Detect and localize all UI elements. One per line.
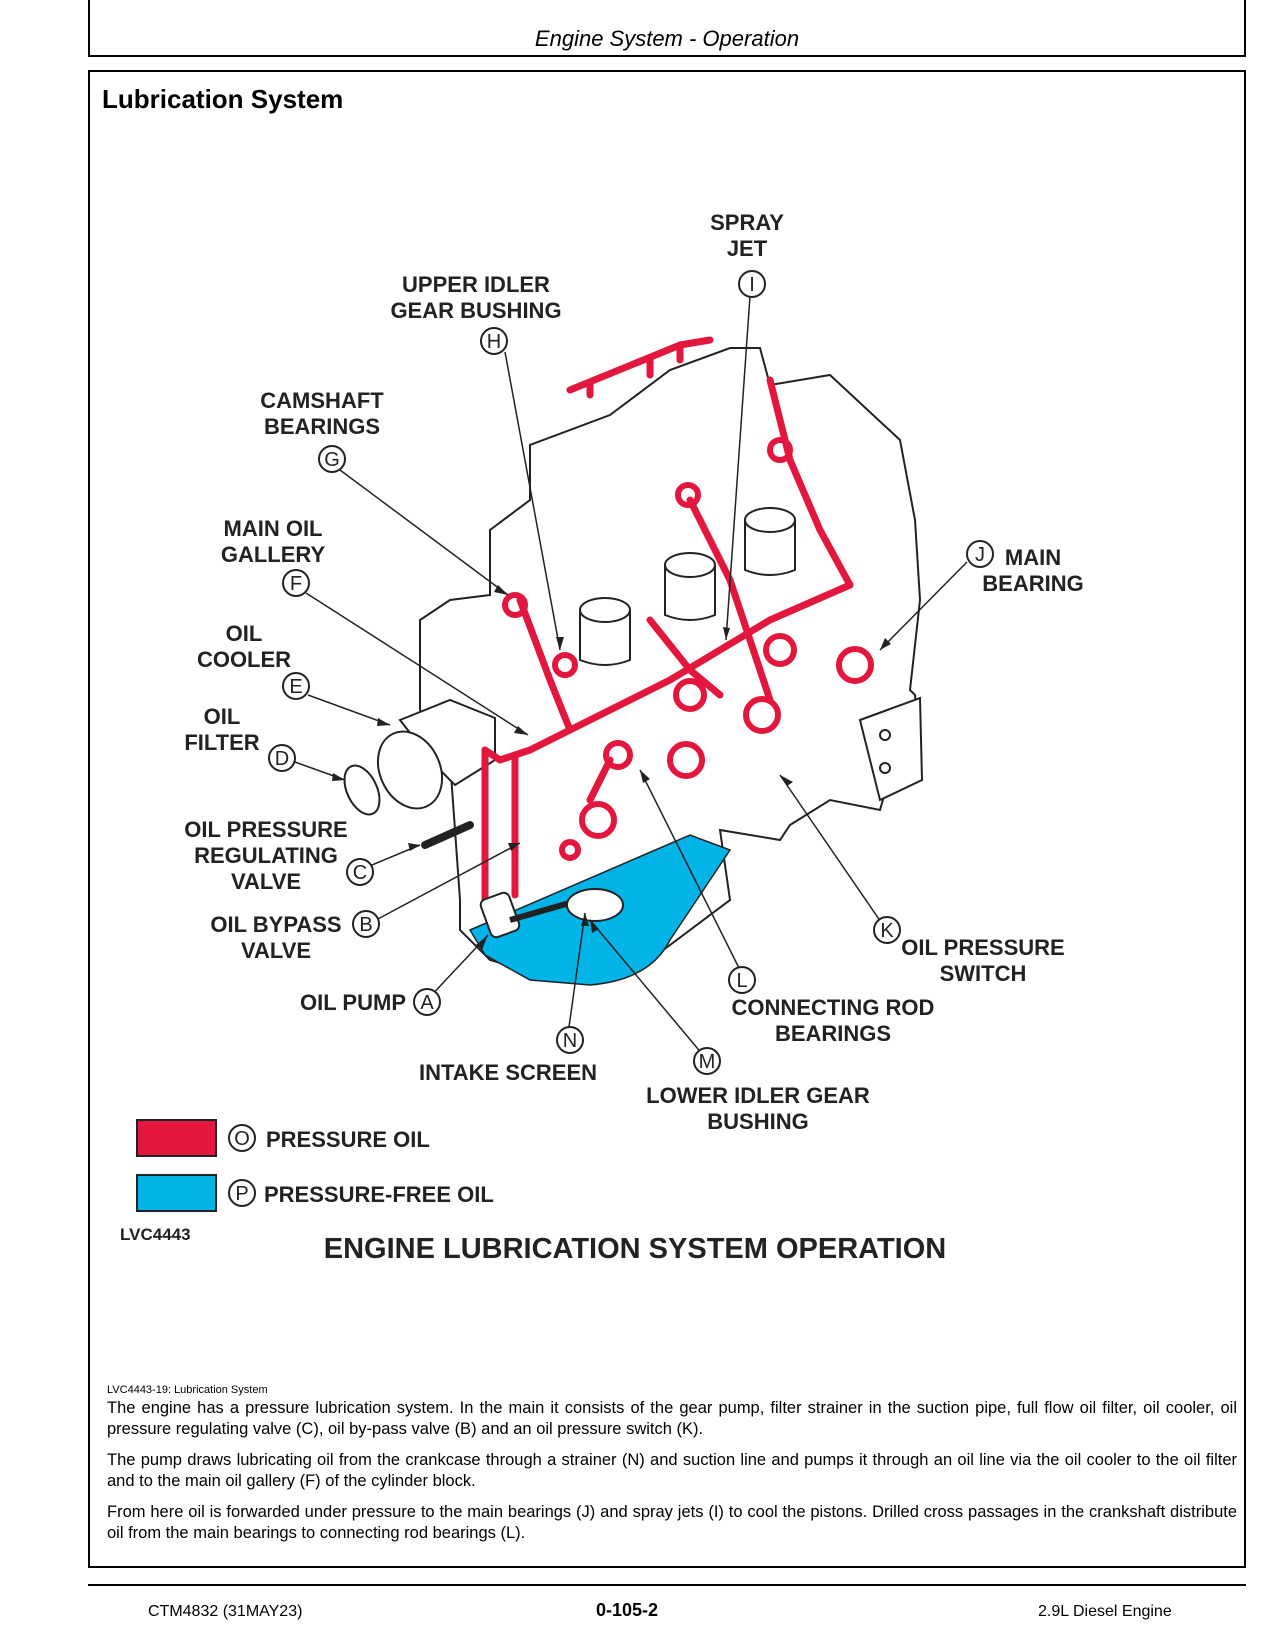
callout-letter-e: E	[289, 676, 302, 698]
label-line: OIL	[226, 621, 263, 646]
label-line: VALVE	[231, 869, 301, 894]
callout-letter-h: H	[487, 331, 501, 353]
callout-circles	[228, 270, 994, 1207]
content-box	[88, 70, 1246, 1568]
callout-letter-a: A	[420, 992, 434, 1014]
label-line: REGULATING	[194, 843, 338, 868]
header-title: Engine System - Operation	[534, 26, 800, 51]
body-paragraph-1: The engine has a pressure lubrication sy…	[107, 1399, 1237, 1438]
callout-letter-g: G	[324, 449, 340, 471]
regulating-valve-bolt	[421, 821, 474, 849]
label-line: MAIN OIL	[224, 516, 323, 541]
figure-code: LVC4443	[120, 1225, 191, 1244]
callout-letter-c: C	[353, 862, 367, 884]
label-line: OIL PRESSURE	[901, 935, 1064, 960]
legend-letter-p: P	[235, 1183, 248, 1205]
pressure-oil-lines	[481, 336, 854, 914]
label-line: UPPER IDLER	[402, 272, 550, 297]
leader-arrowheads	[332, 585, 891, 950]
pistons	[579, 507, 796, 666]
label-line: BEARING	[982, 571, 1083, 596]
callout-letter-l: L	[736, 970, 747, 992]
label-line: OIL PUMP	[300, 990, 406, 1015]
footer-rule	[88, 1584, 1246, 1586]
label-line: BEARINGS	[775, 1021, 891, 1046]
callout-letters: A B C D E F G H I J K L M N O P	[234, 274, 985, 1205]
oil-pump-body	[479, 891, 521, 939]
oil-filter-end	[343, 764, 381, 816]
label-oil-pump: OIL PUMP	[300, 990, 406, 1015]
label-line: SPRAY	[710, 210, 784, 235]
figure-title: ENGINE LUBRICATION SYSTEM OPERATION	[324, 1233, 946, 1265]
label-line: GEAR BUSHING	[390, 298, 561, 323]
label-line: VALVE	[241, 938, 311, 963]
label-line: OIL BYPASS	[210, 912, 341, 937]
callout-letter-n: N	[563, 1030, 577, 1052]
legend-swatch-pressure-oil	[136, 1119, 217, 1157]
label-line: GALLERY	[221, 542, 326, 567]
callout-letter-f: F	[290, 573, 302, 595]
label-intake-screen: INTAKE SCREEN	[419, 1060, 597, 1085]
footer-engine: 2.9L Diesel Engine	[1038, 1603, 1172, 1620]
footer-page-number: 0-105-2	[596, 1600, 659, 1620]
legend-label-pressure-free-oil: PRESSURE-FREE OIL	[264, 1182, 494, 1207]
legend-label-pressure-oil: PRESSURE OIL	[266, 1127, 430, 1152]
callout-letter-b: B	[359, 914, 372, 936]
label-line: INTAKE SCREEN	[419, 1060, 597, 1085]
callout-letter-k: K	[880, 920, 894, 942]
bearing-rings	[502, 437, 874, 861]
lubrication-diagram: A B C D E F G H I J K L M N O P OIL PUMP…	[120, 210, 1084, 1265]
leader-lines	[294, 295, 968, 1056]
label-line: OIL PRESSURE	[184, 817, 347, 842]
oil-filter-body	[376, 730, 444, 810]
callout-letter-j: J	[975, 544, 985, 566]
callout-letter-i: I	[749, 274, 755, 296]
label-line: BUSHING	[707, 1109, 808, 1134]
label-line: MAIN	[1005, 545, 1061, 570]
label-line: CONNECTING ROD	[732, 995, 935, 1020]
callout-letter-d: D	[275, 748, 289, 770]
label-line: JET	[727, 236, 768, 261]
section-title: Lubrication System	[102, 84, 344, 114]
intake-screen	[566, 888, 624, 922]
engine-block-outline	[419, 347, 922, 982]
legend-swatch-pressure-free-oil	[136, 1174, 217, 1212]
footer-document-id: CTM4832 (31MAY23)	[148, 1603, 303, 1620]
label-line: SWITCH	[940, 961, 1027, 986]
figure-caption: LVC4443-19: Lubrication System	[107, 1384, 268, 1396]
body-paragraph-2: The pump draws lubricating oil from the …	[107, 1451, 1237, 1490]
label-line: OIL	[204, 704, 241, 729]
mounting-bracket	[858, 696, 924, 802]
label-line: CAMSHAFT	[260, 388, 384, 413]
label-line: FILTER	[184, 730, 259, 755]
legend-letter-o: O	[234, 1128, 250, 1150]
callout-letter-m: M	[699, 1051, 716, 1073]
label-line: COOLER	[197, 647, 291, 672]
label-line: BEARINGS	[264, 414, 380, 439]
header-box: Engine System - Operation	[88, 0, 1246, 57]
body-paragraph-3: From here oil is forwarded under pressur…	[107, 1503, 1237, 1542]
label-line: LOWER IDLER GEAR	[646, 1083, 870, 1108]
